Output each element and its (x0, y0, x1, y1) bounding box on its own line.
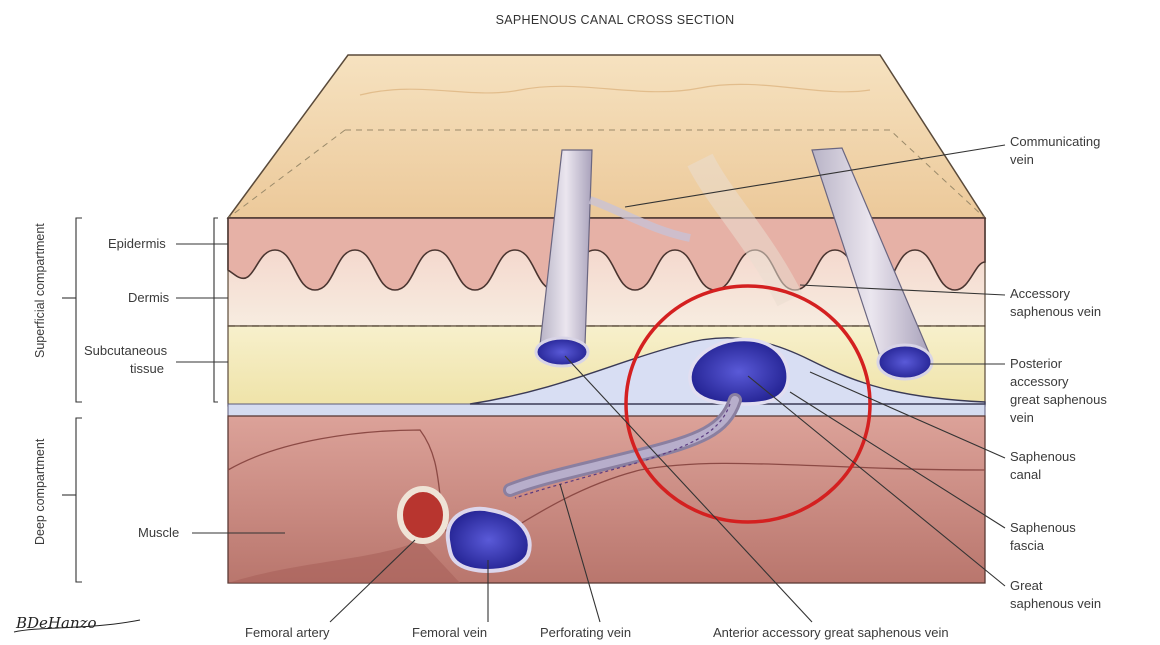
muscle-layer (228, 416, 985, 583)
deep-bracket (62, 418, 82, 582)
label-posterior-1: Posterior (1010, 356, 1063, 371)
label-femoral-vein: Femoral vein (412, 625, 487, 640)
label-fascia-2: fascia (1010, 538, 1045, 553)
label-subcutaneous-1: Subcutaneous (84, 343, 168, 358)
label-posterior-3: great saphenous (1010, 392, 1107, 407)
label-muscle: Muscle (138, 525, 179, 540)
artist-signature: BDeHanzo (15, 614, 97, 632)
label-dermis: Dermis (128, 290, 170, 305)
label-accessory-2: saphenous vein (1010, 304, 1101, 319)
label-canal-1: Saphenous (1010, 449, 1076, 464)
label-anterior-accessory: Anterior accessory great saphenous vein (713, 625, 949, 640)
label-perforating-vein: Perforating vein (540, 625, 631, 640)
label-communicating-1: Communicating (1010, 134, 1100, 149)
label-fascia-1: Saphenous (1010, 520, 1076, 535)
label-posterior-4: vein (1010, 410, 1034, 425)
superficial-compartment-label: Superficial compartment (33, 223, 47, 358)
femoral-artery (400, 489, 446, 541)
label-posterior-2: accessory (1010, 374, 1069, 389)
posterior-accessory-lumen (878, 345, 932, 379)
label-communicating-2: vein (1010, 152, 1034, 167)
deep-compartment-label: Deep compartment (33, 438, 47, 545)
label-great-1: Great (1010, 578, 1043, 593)
skin-surface (228, 55, 985, 218)
label-accessory-1: Accessory (1010, 286, 1070, 301)
label-great-2: saphenous vein (1010, 596, 1101, 611)
label-canal-2: canal (1010, 467, 1041, 482)
label-epidermis: Epidermis (108, 236, 166, 251)
diagram-title: SAPHENOUS CANAL CROSS SECTION (496, 13, 735, 27)
label-subcutaneous-2: tissue (130, 361, 164, 376)
label-femoral-artery: Femoral artery (245, 625, 330, 640)
